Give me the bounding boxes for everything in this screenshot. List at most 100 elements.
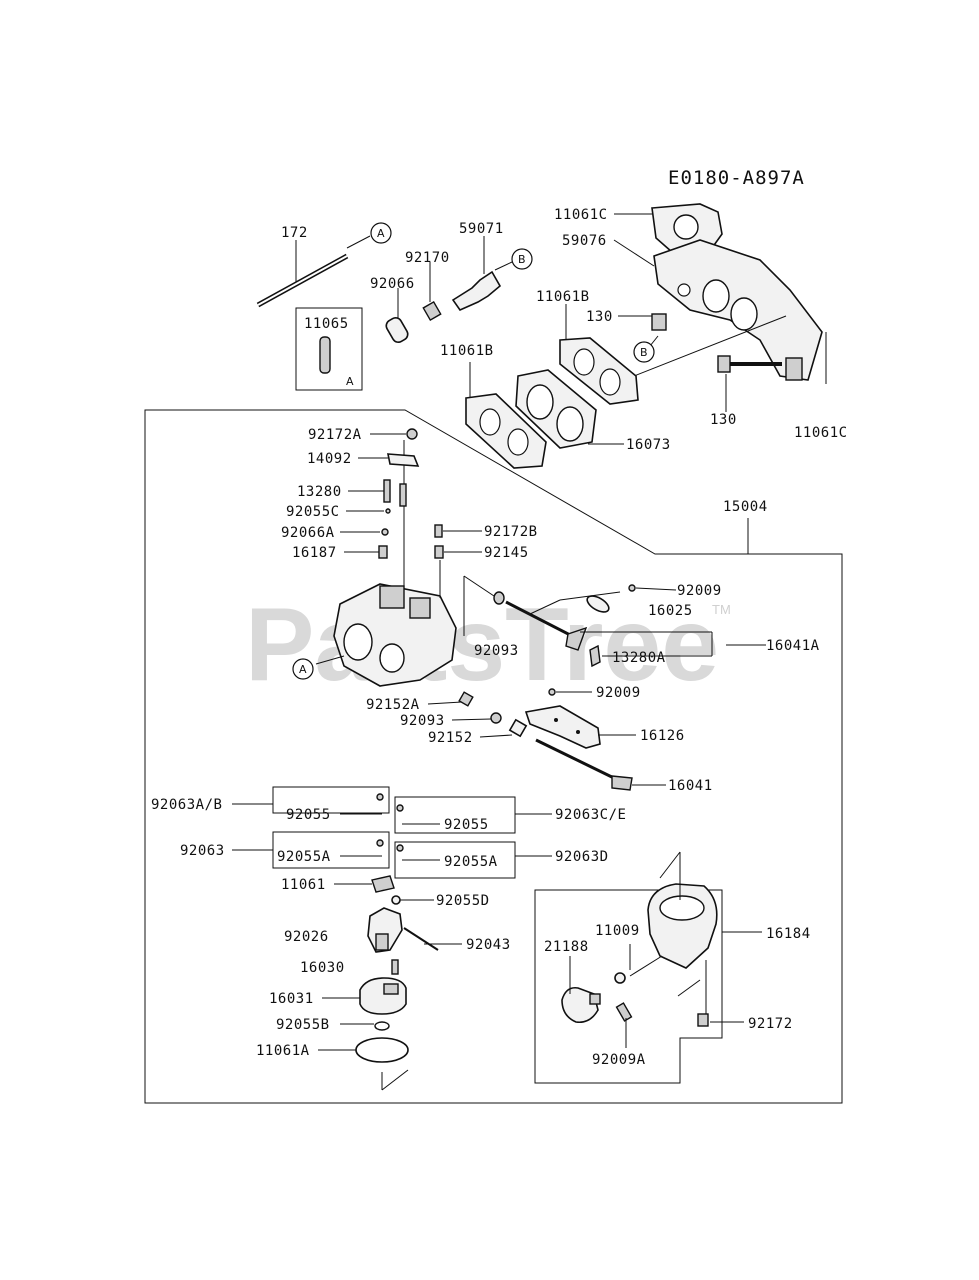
label-16073: 16073 xyxy=(626,437,671,453)
svg-text:B: B xyxy=(640,346,648,359)
label-92066a: 92066A xyxy=(281,525,335,541)
label-92066: 92066 xyxy=(370,276,415,292)
screw-92172b xyxy=(434,524,443,538)
washer-11009 xyxy=(614,972,626,984)
label-92172: 92172 xyxy=(748,1016,793,1032)
label-92009a: 92009A xyxy=(592,1052,646,1068)
label-130-top: 130 xyxy=(586,309,613,325)
label-92009-b: 92009 xyxy=(596,685,641,701)
label-92093-a: 92093 xyxy=(474,643,519,659)
solenoid-21188 xyxy=(561,986,599,1024)
label-92172b: 92172B xyxy=(484,524,538,540)
carburetor-assembly-frame xyxy=(144,409,843,1104)
watermark-trademark: TM xyxy=(712,602,731,617)
throttle-shaft-16041a xyxy=(505,600,577,640)
watermark: PartsTree xyxy=(245,587,719,703)
label-92026: 92026 xyxy=(284,929,329,945)
label-13280a: 13280A xyxy=(612,650,666,666)
alignment-line-manifold xyxy=(633,315,787,377)
label-172: 172 xyxy=(281,225,308,241)
label-11061c-top: 11061C xyxy=(554,207,608,223)
label-11065: 11065 xyxy=(304,316,349,332)
gasket-11061a xyxy=(355,1037,409,1063)
svg-text:A: A xyxy=(346,375,354,388)
label-92063ab: 92063A/B xyxy=(151,797,222,813)
label-11061: 11061 xyxy=(281,877,326,893)
label-92063ce: 92063C/E xyxy=(555,807,626,823)
float-bowl-group-frame xyxy=(534,889,723,1084)
svg-text:B: B xyxy=(518,253,526,266)
nut-92170 xyxy=(422,300,442,322)
label-13280: 13280 xyxy=(297,484,342,500)
jet-92055-a xyxy=(376,793,384,801)
label-92152: 92152 xyxy=(428,730,473,746)
gasket-11061 xyxy=(371,875,395,893)
label-130-bottom: 130 xyxy=(710,412,737,428)
plate-14092 xyxy=(387,453,420,467)
label-16030: 16030 xyxy=(300,960,345,976)
label-92063d: 92063D xyxy=(555,849,609,865)
callout-A-top: A xyxy=(370,222,392,244)
leader-B1 xyxy=(494,261,513,271)
callout-A-body: A xyxy=(292,658,314,680)
jet-group-92063ce xyxy=(394,796,516,834)
gasket-11061c-bottom xyxy=(785,357,803,381)
label-11061b-left: 11061B xyxy=(440,343,494,359)
label-16031: 16031 xyxy=(269,991,314,1007)
part-16187 xyxy=(378,545,388,559)
needle-16030 xyxy=(391,959,399,975)
screw-92172 xyxy=(697,1013,709,1027)
diagram-reference: E0180-A897A xyxy=(668,167,805,189)
label-16041: 16041 xyxy=(668,778,713,794)
label-11009: 11009 xyxy=(595,923,640,939)
pin-11065 xyxy=(319,336,331,374)
callout-B-top: B xyxy=(511,248,533,270)
label-16041a: 16041A xyxy=(766,638,820,654)
label-16025: 16025 xyxy=(648,603,693,619)
label-11061b-right: 11061B xyxy=(536,289,590,305)
label-14092: 14092 xyxy=(307,451,352,467)
label-16187: 16187 xyxy=(292,545,337,561)
leader-A3 xyxy=(315,655,345,665)
screw-92009a xyxy=(615,1002,633,1022)
pin-13280a xyxy=(589,644,601,668)
jet-92055c xyxy=(385,508,391,514)
choke-shaft-16041 xyxy=(535,738,619,782)
label-59076: 59076 xyxy=(562,233,607,249)
label-92063: 92063 xyxy=(180,843,225,859)
kit-11065-box xyxy=(295,307,363,391)
label-59071: 59071 xyxy=(459,221,504,237)
leader-92093-b xyxy=(451,718,492,721)
jet-group-92063d xyxy=(394,841,516,879)
label-92055-a: 92055 xyxy=(286,807,331,823)
label-16184: 16184 xyxy=(766,926,811,942)
screw-92009-b xyxy=(548,688,556,696)
jet-92055d xyxy=(391,895,401,905)
leader-92152a xyxy=(427,701,463,705)
label-92055a-a: 92055A xyxy=(277,849,331,865)
float-bowl-16031 xyxy=(359,977,407,1015)
label-21188: 21188 xyxy=(544,939,589,955)
leader-A1 xyxy=(346,235,371,249)
bolt-130-bottom-head xyxy=(717,355,731,373)
label-92145: 92145 xyxy=(484,545,529,561)
bolt-130-top xyxy=(651,313,667,331)
oring-92055b xyxy=(374,1021,390,1031)
label-92055-b: 92055 xyxy=(444,817,489,833)
leader-92009-a xyxy=(635,587,677,591)
screw-92009-a xyxy=(628,584,636,592)
label-11061c-bottom: 11061C xyxy=(794,425,848,441)
jet-92055a-a xyxy=(376,839,384,847)
float-pin-92043 xyxy=(403,927,439,951)
callout-B-manifold: B xyxy=(633,341,655,363)
choke-valve-16126 xyxy=(524,705,601,749)
sleeve-92066 xyxy=(385,317,409,343)
label-92055a-b: 92055A xyxy=(444,854,498,870)
leader-B2 xyxy=(649,335,659,347)
label-15004: 15004 xyxy=(723,499,768,515)
callout-A-kit: A xyxy=(346,375,354,388)
washer-92093-b xyxy=(490,712,502,724)
svg-text:A: A xyxy=(377,227,385,240)
fitting-59071 xyxy=(451,270,502,311)
